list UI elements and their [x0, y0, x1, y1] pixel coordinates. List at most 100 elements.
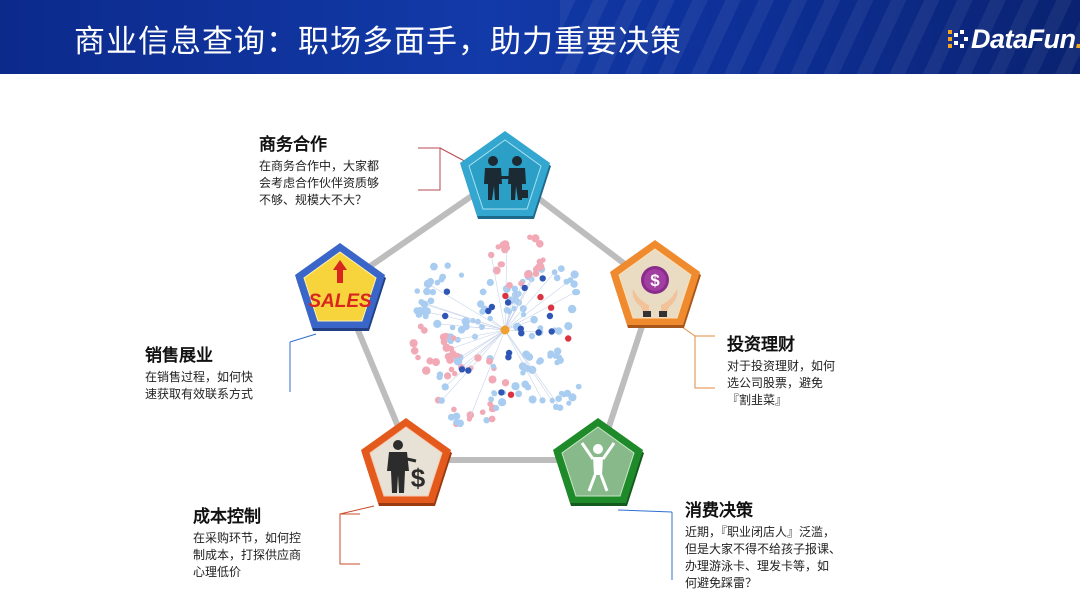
page-title: 商业信息查询：职场多面手，助力重要决策	[74, 16, 682, 61]
network-node	[448, 414, 455, 421]
network-node	[521, 381, 529, 389]
network-center-node	[501, 326, 510, 335]
datafun-logo: DataFun.	[948, 22, 1080, 56]
network-node	[456, 420, 464, 428]
network-hub-node	[540, 275, 546, 281]
sales-block: 销售展业 在销售过程，如何快 速获取有效联系方式	[145, 341, 253, 403]
network-node	[454, 357, 462, 365]
network-node	[564, 322, 572, 330]
network-node	[435, 280, 441, 286]
network-node	[430, 289, 436, 295]
datafun-logo-icon	[948, 28, 968, 50]
network-node	[498, 261, 504, 267]
network-node	[556, 355, 562, 361]
network-node	[564, 390, 571, 397]
network-node	[488, 396, 494, 402]
network-node	[566, 401, 571, 406]
network-node	[439, 274, 446, 281]
network-node	[521, 312, 526, 317]
investment-title: 投资理财	[727, 330, 835, 355]
network-node	[559, 391, 564, 396]
network-node	[444, 372, 451, 379]
network-node	[499, 241, 507, 249]
network-hub-node	[498, 389, 504, 395]
cost-desc-line1: 在采购环节，如何控	[193, 531, 301, 545]
network-hub-node	[548, 305, 554, 311]
consumption-pentagon	[553, 418, 644, 506]
network-node	[415, 355, 421, 361]
network-node	[437, 371, 443, 377]
network-node	[526, 353, 534, 361]
logo-dot: .	[1076, 24, 1080, 54]
network-node	[502, 379, 509, 386]
network-hub-node	[549, 328, 555, 334]
network-node	[524, 270, 532, 278]
network-node	[451, 335, 456, 340]
consumption-desc-line4: 何避免踩雷？	[685, 576, 757, 590]
cost-desc-line2: 制成本，打探供应商	[193, 548, 301, 562]
network-node	[426, 357, 433, 364]
network-node	[555, 327, 563, 335]
network-node	[486, 358, 493, 365]
network-hub-node	[565, 335, 571, 341]
network-node	[493, 405, 499, 411]
network-node	[557, 405, 563, 411]
business-callout-line	[418, 148, 440, 190]
business-title: 商务合作	[259, 130, 379, 155]
cost-callout-pointer	[340, 506, 374, 514]
network-graph	[410, 234, 582, 427]
network-node	[450, 325, 456, 331]
consumption-desc-line2: 但是大家不得不给孩子报课、	[685, 542, 841, 556]
network-hub-node	[547, 313, 553, 319]
network-node	[488, 252, 494, 258]
network-hub-node	[535, 329, 541, 335]
network-node	[555, 395, 562, 402]
sales-icon-text: SALES	[308, 291, 372, 312]
network-node	[442, 383, 449, 390]
network-node	[474, 354, 481, 361]
network-node	[558, 265, 565, 272]
network-node	[571, 270, 579, 278]
network-node	[491, 364, 496, 369]
business-desc-line3: 不够、规模大不大？	[259, 193, 367, 207]
network-node	[441, 338, 448, 345]
network-node	[446, 356, 454, 364]
cost-callout-line	[340, 514, 360, 564]
network-node	[451, 407, 457, 413]
network-node	[414, 288, 420, 294]
network-hub-node	[505, 299, 511, 305]
network-node	[515, 390, 522, 397]
sales-callout-pointer	[290, 334, 316, 342]
network-node	[511, 382, 519, 390]
network-node	[483, 417, 489, 423]
network-hub-node	[506, 350, 512, 356]
cost-block: 成本控制 在采购环节，如何控 制成本，打探供应商 心理低价	[193, 502, 301, 581]
network-node	[433, 320, 441, 328]
business-pentagon	[460, 131, 551, 219]
network-hub-node	[502, 293, 508, 299]
network-node	[424, 280, 432, 288]
business-desc-line1: 在商务合作中，大家都	[259, 159, 379, 173]
network-node	[477, 300, 484, 307]
network-node	[539, 397, 545, 403]
network-node	[570, 280, 577, 287]
network-hub-node	[522, 285, 528, 291]
network-hub-node	[465, 367, 471, 373]
network-node	[448, 346, 454, 352]
network-node	[564, 279, 570, 285]
network-node	[520, 370, 525, 375]
network-node	[529, 333, 535, 339]
network-node	[416, 307, 424, 315]
network-node	[487, 401, 493, 407]
network-node	[547, 350, 554, 357]
network-hub-node	[537, 294, 543, 300]
network-node	[438, 397, 445, 404]
network-node	[489, 376, 497, 384]
consumption-desc-line1: 近期，『职业闭店人』泛滥，	[685, 525, 835, 539]
network-node	[488, 316, 493, 321]
network-node	[529, 396, 537, 404]
network-node	[536, 240, 544, 248]
network-node	[554, 275, 561, 282]
network-node	[423, 288, 431, 296]
network-hub-node	[489, 304, 495, 310]
